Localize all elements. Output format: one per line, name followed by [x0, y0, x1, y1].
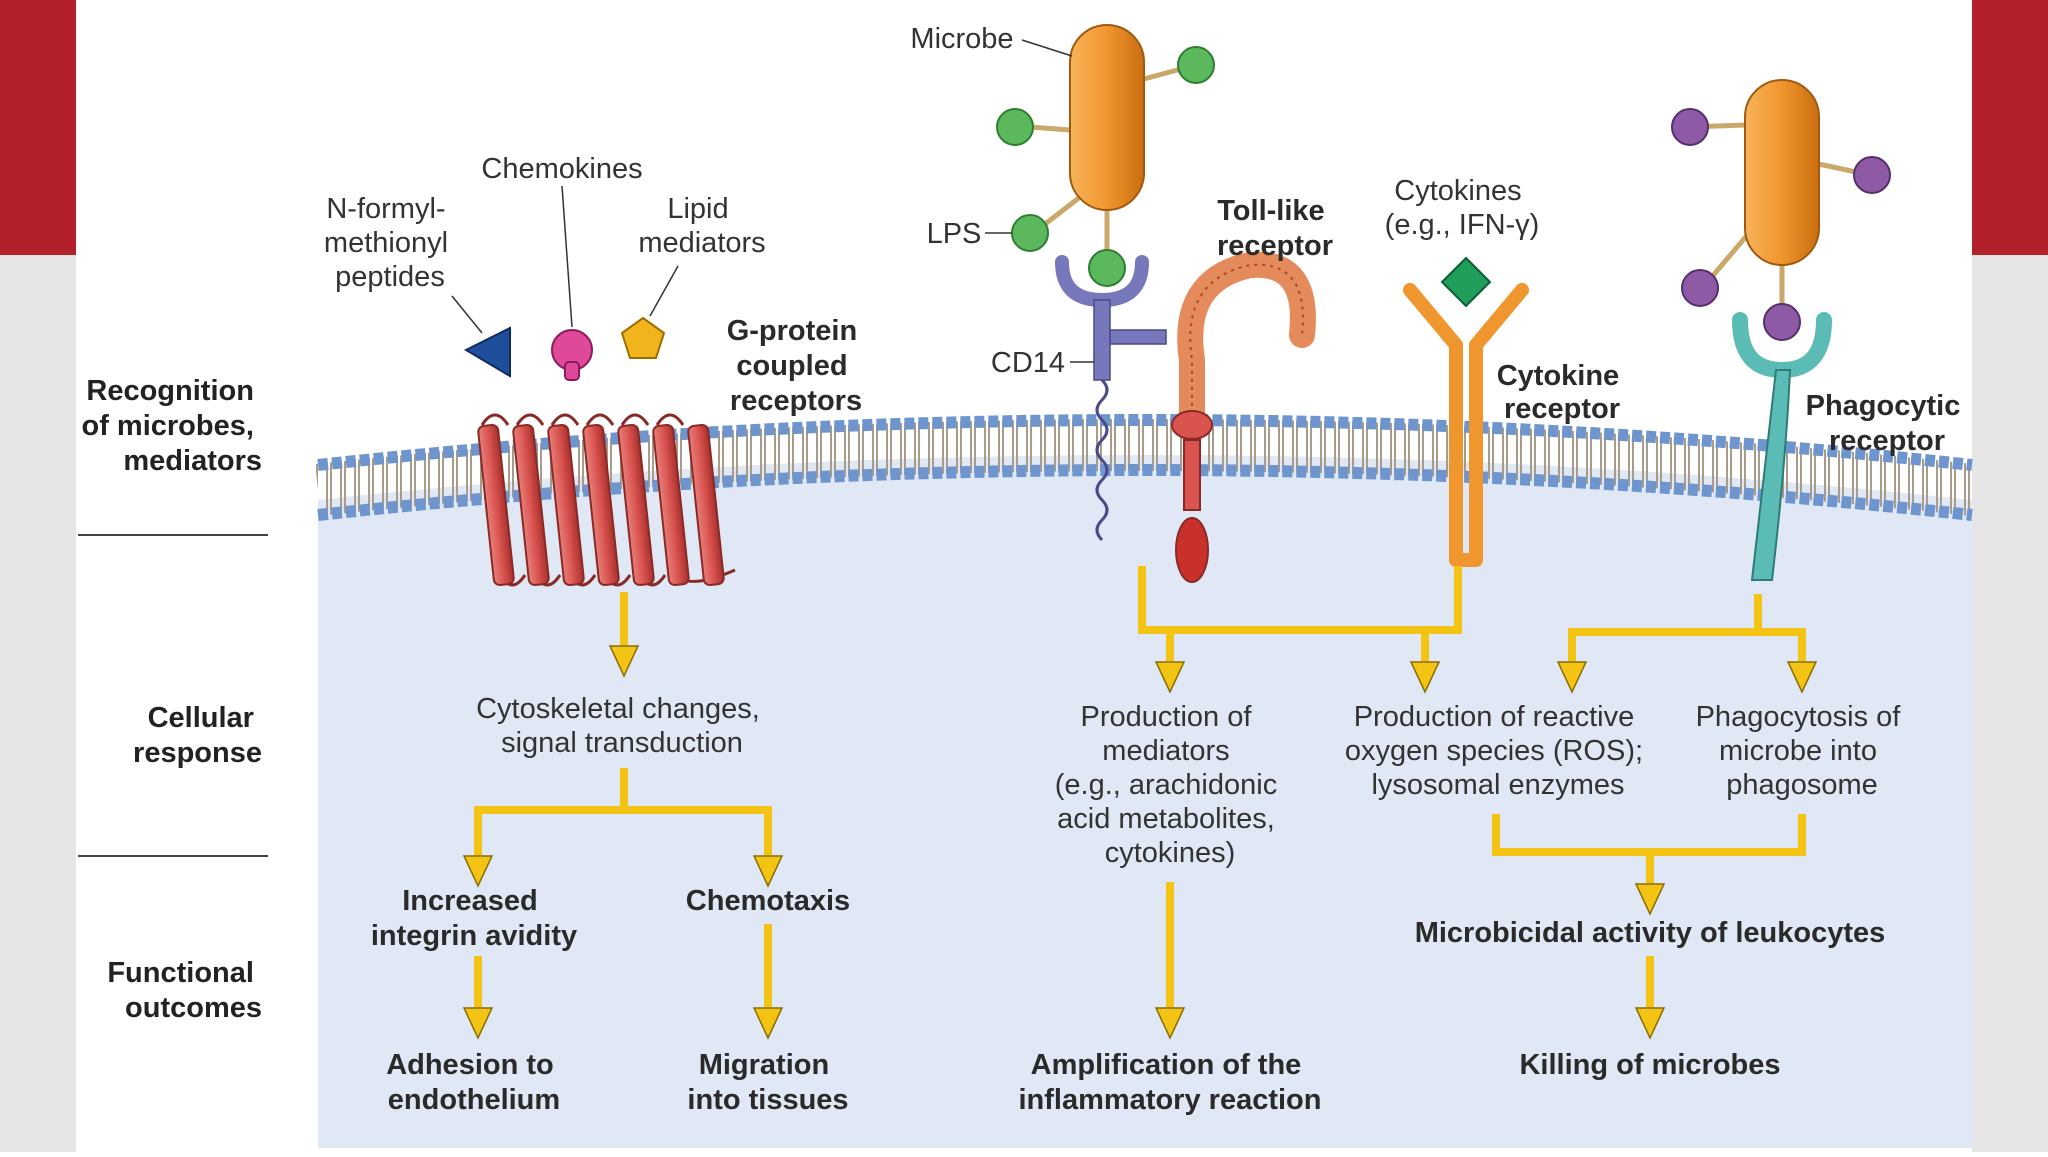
gpcr-receptor — [477, 413, 736, 587]
pointer-n-formyl — [451, 295, 483, 334]
side-label-functional-outcomes: Functional outcomes — [107, 957, 262, 1024]
label-phagocytic-receptor: Phagocytic receptor — [1806, 390, 1969, 457]
frame-red-left — [0, 0, 76, 255]
label-tlr: Toll-like receptor — [1217, 195, 1333, 262]
label-n-formyl: N-formyl- methionyl peptides — [324, 193, 456, 293]
cytoplasm — [318, 455, 1972, 1148]
outcome-chemotaxis: Chemotaxis — [686, 885, 850, 917]
pointer-lipid — [649, 265, 679, 317]
label-gpcr: G-protein coupled receptors — [727, 315, 866, 417]
response-phagocytosis: Phagocytosis of microbe into phagosome — [1696, 701, 1909, 801]
microbe-1 — [996, 24, 1215, 287]
cytokine-receptor — [1403, 283, 1529, 567]
frame-grey-right — [1972, 255, 2048, 1152]
side-label-recognition: Recognition of microbes, mediators — [82, 375, 263, 477]
pointer-microbe — [1021, 39, 1073, 57]
outcome-microbicidal: Microbicidal activity of leukocytes — [1415, 917, 1886, 949]
response-cytoskeletal: Cytoskeletal changes, signal transductio… — [476, 693, 768, 759]
response-production-mediators: Production of mediators (e.g., arachidon… — [1055, 701, 1286, 869]
chemokine-icon — [551, 329, 593, 381]
side-label-cellular-response: Cellular response — [133, 702, 262, 769]
outcome-killing: Killing of microbes — [1519, 1049, 1780, 1081]
label-lipid-mediators: Lipid mediators — [638, 193, 765, 259]
outcome-amplification: Amplification of the inflammatory reacti… — [1019, 1049, 1322, 1116]
outcome-adhesion: Adhesion to endothelium — [386, 1049, 562, 1116]
outcome-integrin: Increased integrin avidity — [371, 885, 577, 952]
lipid-mediator-pentagon — [620, 316, 666, 359]
n-formyl-peptide-triangle — [463, 326, 511, 378]
response-ros: Production of reactive oxygen species (R… — [1345, 701, 1651, 801]
arrowheads — [462, 645, 1818, 1040]
label-lps: LPS — [927, 218, 982, 250]
label-cytokines: Cytokines (e.g., IFN-γ) — [1385, 175, 1540, 241]
label-chemokines: Chemokines — [481, 153, 642, 185]
label-cytokine-receptor: Cytokine receptor — [1497, 360, 1628, 425]
microbe-2 — [1671, 79, 1891, 341]
cd14-receptor — [1055, 255, 1167, 542]
connectors — [474, 566, 1806, 1016]
pointer-chemokines — [561, 185, 573, 328]
frame-red-right — [1972, 0, 2048, 255]
toll-like-receptor — [1171, 251, 1316, 583]
frame-grey-left — [0, 255, 76, 1152]
outcome-migration: Migration into tissues — [687, 1049, 848, 1116]
cytokine-diamond — [1440, 256, 1492, 308]
label-microbe: Microbe — [910, 23, 1013, 55]
phagocytic-receptor — [1732, 312, 1832, 581]
label-cd14: CD14 — [991, 347, 1065, 379]
